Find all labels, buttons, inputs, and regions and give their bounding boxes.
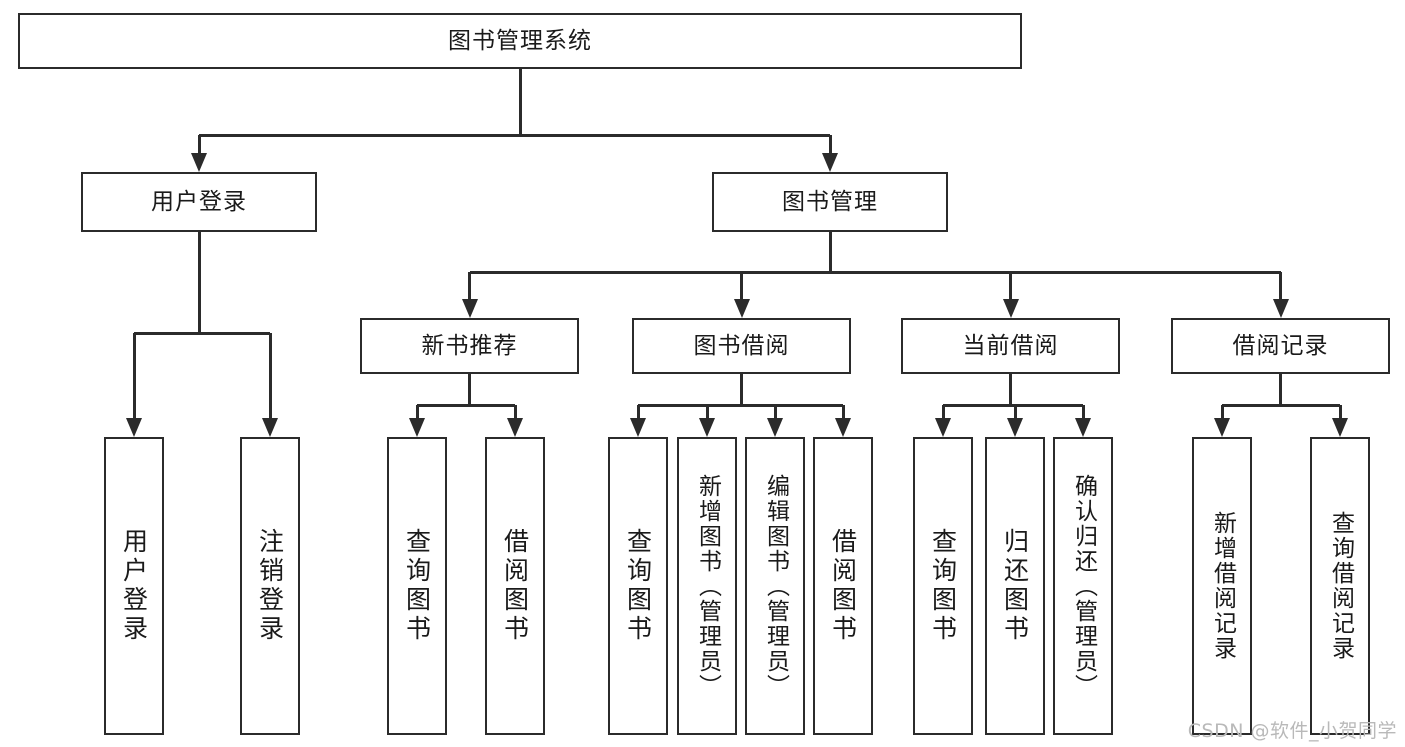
leaf-user-login[interactable]: 用户登录: [104, 437, 164, 735]
connector-level1-bus: [199, 133, 830, 137]
node-label: 查询图书: [623, 528, 653, 644]
arrowhead-current-borrow: [1002, 299, 1019, 318]
connector-drop-leaf-rec-borrow: [513, 405, 517, 422]
node-label: 归还图书: [1000, 528, 1030, 644]
connector-drop-leaf-user-login: [132, 333, 136, 422]
connector-drop-leaf-borrow-query: [636, 405, 640, 422]
leaf-add-book-admin[interactable]: 新增图书（管理员）: [677, 437, 737, 735]
connector-current-borrow-bus: [943, 403, 1083, 407]
connector-user-login-stem: [197, 232, 201, 333]
node-label: 查询借阅记录: [1327, 511, 1354, 661]
node-borrow-record[interactable]: 借阅记录: [1171, 318, 1390, 374]
leaf-edit-book-admin[interactable]: 编辑图书（管理员）: [745, 437, 805, 735]
arrowhead-leaf-cur-return: [1007, 418, 1023, 437]
connector-root-stem: [518, 69, 522, 135]
arrowhead-borrow-record: [1272, 299, 1289, 318]
connector-new-book-rec-stem: [468, 374, 471, 405]
arrowhead-leaf-rec-add: [1214, 418, 1230, 437]
connector-book-borrow-stem: [740, 374, 743, 405]
connector-drop-user-login: [197, 135, 201, 157]
connector-drop-book-manage: [828, 135, 832, 157]
connector-drop-leaf-rec-add: [1220, 405, 1224, 422]
arrowhead-book-borrow: [733, 299, 750, 318]
node-label: 编辑图书（管理员）: [762, 473, 789, 699]
node-book-borrow[interactable]: 图书借阅: [632, 318, 851, 374]
arrowhead-new-book-rec: [461, 299, 478, 318]
node-label: 新增借阅记录: [1209, 511, 1236, 661]
node-label: 当前借阅: [962, 332, 1059, 359]
leaf-query-borrow-record[interactable]: 查询借阅记录: [1310, 437, 1370, 735]
arrowhead-leaf-rec-query2: [1332, 418, 1348, 437]
node-label: 图书借阅: [693, 332, 790, 359]
connector-drop-leaf-borrow-add: [705, 405, 709, 422]
connector-drop-new-book-rec: [468, 272, 471, 303]
connector-drop-leaf-borrow-edit: [773, 405, 777, 422]
connector-user-login-bus: [134, 331, 270, 335]
node-book-manage[interactable]: 图书管理: [712, 172, 948, 232]
node-label: 借阅记录: [1232, 332, 1329, 359]
leaf-borrow-book[interactable]: 借阅图书: [813, 437, 873, 735]
node-label: 用户登录: [151, 188, 247, 215]
connector-borrow-record-bus: [1222, 403, 1340, 407]
arrowhead-leaf-borrow-lend: [835, 418, 851, 437]
node-label: 查询图书: [928, 528, 958, 644]
connector-drop-borrow-record: [1279, 272, 1282, 303]
arrowhead-leaf-borrow-add: [699, 418, 715, 437]
connector-drop-leaf-user-logout: [268, 333, 272, 422]
connector-drop-leaf-cur-query: [941, 405, 945, 422]
node-label: 查询图书: [402, 528, 432, 644]
node-label: 新书推荐: [421, 332, 518, 359]
connector-drop-current-borrow: [1009, 272, 1012, 303]
connector-borrow-record-stem: [1279, 374, 1282, 405]
arrowhead-leaf-cur-query: [935, 418, 951, 437]
arrowhead-leaf-user-logout: [262, 418, 278, 437]
csdn-watermark: CSDN @软件_小贺同学: [1187, 720, 1397, 742]
leaf-user-logout[interactable]: 注销登录: [240, 437, 300, 735]
node-user-login[interactable]: 用户登录: [81, 172, 317, 232]
node-label: 借阅图书: [500, 528, 530, 644]
connector-drop-leaf-borrow-lend: [841, 405, 845, 422]
leaf-confirm-return-admin[interactable]: 确认归还（管理员）: [1053, 437, 1113, 735]
arrowhead-leaf-rec-query: [409, 418, 425, 437]
arrowhead-leaf-cur-confirm: [1075, 418, 1091, 437]
node-label: 注销登录: [255, 528, 285, 644]
node-root-system[interactable]: 图书管理系统: [18, 13, 1022, 69]
connector-drop-leaf-rec-query: [415, 405, 419, 422]
node-current-borrow[interactable]: 当前借阅: [901, 318, 1120, 374]
node-label: 新增图书（管理员）: [694, 473, 721, 699]
arrowhead-book-manage: [822, 153, 838, 172]
node-label: 图书管理系统: [448, 27, 592, 54]
connector-book-manage-stem: [828, 232, 832, 272]
node-label: 用户登录: [119, 528, 149, 644]
connector-drop-leaf-cur-confirm: [1081, 405, 1085, 422]
arrowhead-user-login: [191, 153, 207, 172]
connector-drop-book-borrow: [740, 272, 743, 303]
connector-new-book-rec-bus: [417, 403, 515, 407]
connector-current-borrow-stem: [1009, 374, 1012, 405]
leaf-return-book[interactable]: 归还图书: [985, 437, 1045, 735]
node-new-book-recommend[interactable]: 新书推荐: [360, 318, 579, 374]
leaf-query-book[interactable]: 查询图书: [608, 437, 668, 735]
leaf-add-borrow-record[interactable]: 新增借阅记录: [1192, 437, 1252, 735]
node-label: 图书管理: [782, 188, 878, 215]
arrowhead-leaf-rec-borrow: [507, 418, 523, 437]
node-label: 确认归还（管理员）: [1070, 473, 1097, 699]
connector-drop-leaf-cur-return: [1013, 405, 1017, 422]
arrowhead-leaf-borrow-query: [630, 418, 646, 437]
node-label: 借阅图书: [828, 528, 858, 644]
connector-book-manage-bus: [469, 270, 1281, 274]
arrowhead-leaf-borrow-edit: [767, 418, 783, 437]
leaf-borrow-book-rec[interactable]: 借阅图书: [485, 437, 545, 735]
leaf-query-book-rec[interactable]: 查询图书: [387, 437, 447, 735]
connector-drop-leaf-rec-query2: [1338, 405, 1342, 422]
connector-book-borrow-bus: [638, 403, 843, 407]
leaf-query-book-cur[interactable]: 查询图书: [913, 437, 973, 735]
arrowhead-leaf-user-login: [126, 418, 142, 437]
